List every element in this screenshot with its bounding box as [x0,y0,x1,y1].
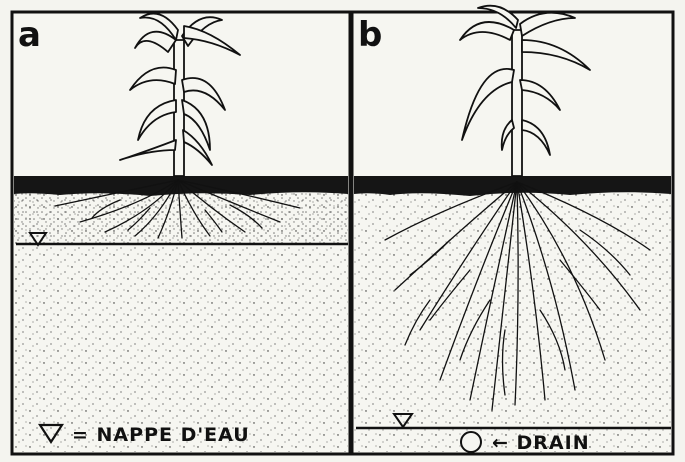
drain-pipe-icon [461,432,481,452]
legend-text: = NAPPE D'EAU [72,424,250,446]
panel-a: = NAPPE D'EAU a [12,12,350,454]
panel-label-b: b [358,15,382,55]
drain-label: ← DRAIN [492,432,590,454]
panel-label-a: a [18,15,41,55]
legend: = NAPPE D'EAU [40,424,250,446]
panel-b: ← DRAIN [352,6,673,454]
